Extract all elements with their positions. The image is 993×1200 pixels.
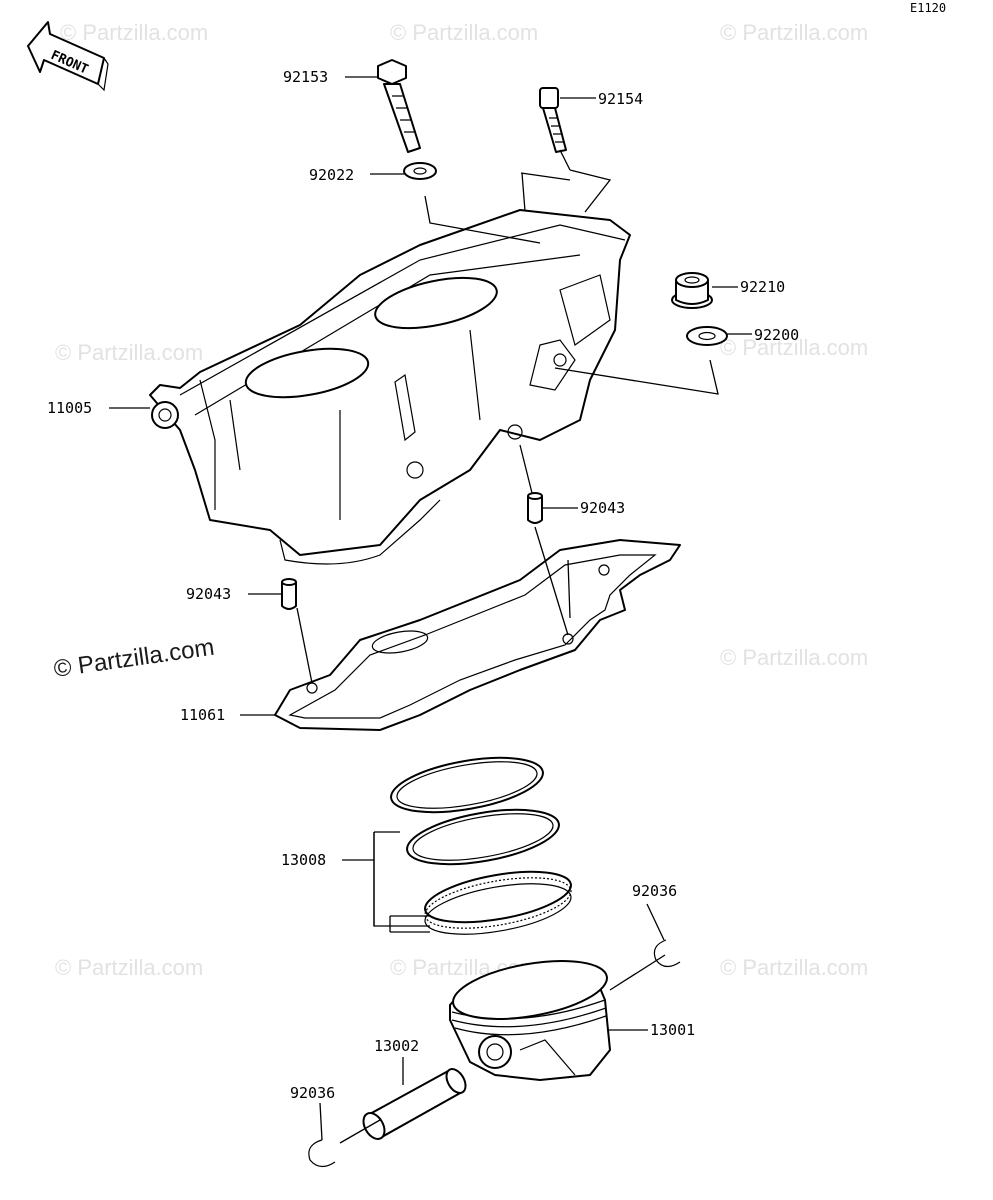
leader-lines — [109, 76, 752, 1144]
part-labels: 92153 92154 92022 92210 92200 11005 9204… — [47, 68, 799, 1102]
cylinder-block-11005 — [149, 209, 631, 565]
watermark-text: © Partzilla.com — [720, 955, 868, 980]
label-92043-lower: 92043 — [186, 585, 231, 603]
diagram-code: E1120 — [910, 1, 946, 15]
circlip-92036-right — [653, 939, 681, 968]
watermark-text: © Partzilla.com — [390, 20, 538, 45]
label-92036-right: 92036 — [632, 882, 677, 900]
gasket-11061 — [274, 539, 681, 731]
watermark-text: © Partzilla.com — [55, 340, 203, 365]
bolt-92154 — [539, 87, 567, 153]
watermark-main: © Partzilla.com — [52, 634, 216, 683]
piston-rings-13008 — [390, 756, 572, 935]
label-11005: 11005 — [47, 399, 92, 417]
circlip-92036-left — [308, 1139, 336, 1168]
dowel-pin-92043-upper — [527, 492, 543, 524]
watermark-text: © Partzilla.com — [720, 20, 868, 45]
watermark-text: © Partzilla.com — [720, 335, 868, 360]
label-92153: 92153 — [283, 68, 328, 86]
label-92154: 92154 — [598, 90, 643, 108]
collar-92210 — [671, 272, 713, 309]
bolt-92153 — [377, 59, 421, 153]
watermark-text: © Partzilla.com — [55, 955, 203, 980]
label-92043-upper: 92043 — [580, 499, 625, 517]
dowel-pin-92043-lower — [281, 578, 297, 610]
label-92036-left: 92036 — [290, 1084, 335, 1102]
label-13008: 13008 — [281, 851, 326, 869]
washer-92022 — [403, 162, 437, 180]
watermark-text: © Partzilla.com — [720, 645, 868, 670]
watermark-text: © Partzilla.com — [60, 20, 208, 45]
washer-92200 — [686, 326, 728, 346]
label-13002: 13002 — [374, 1037, 419, 1055]
piston-pin-13002 — [362, 1068, 467, 1140]
label-92210: 92210 — [740, 278, 785, 296]
piston-13001 — [449, 960, 611, 1081]
label-11061: 11061 — [180, 706, 225, 724]
label-13001: 13001 — [650, 1021, 695, 1039]
label-92022: 92022 — [309, 166, 354, 184]
label-92200: 92200 — [754, 326, 799, 344]
